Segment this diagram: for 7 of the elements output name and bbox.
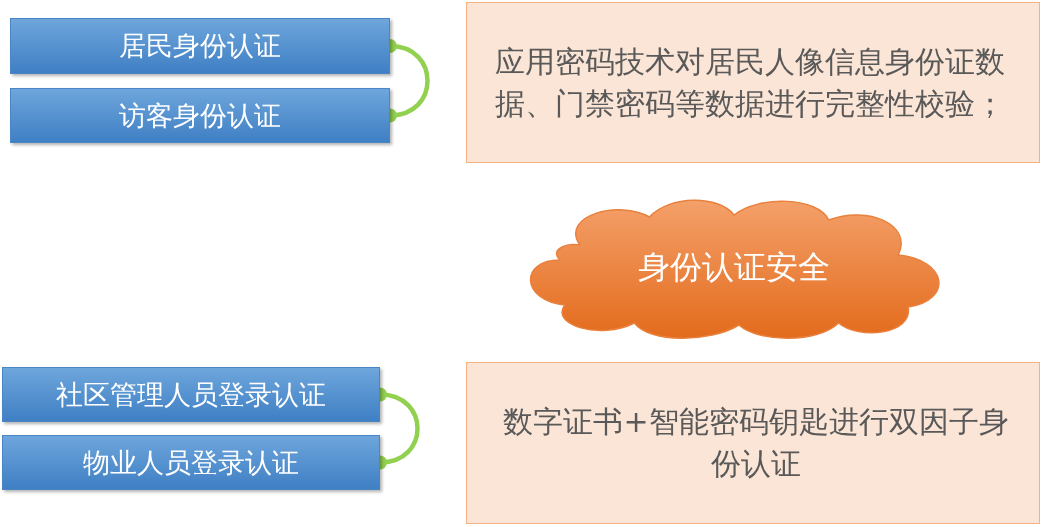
description-box: 数字证书+智能密码钥匙进行双因子身份认证 bbox=[466, 362, 1040, 524]
description-box: 应用密码技术对居民人像信息身份证数据、门禁密码等数据进行完整性校验； bbox=[466, 2, 1040, 163]
label-box: 社区管理人员登录认证 bbox=[2, 367, 380, 422]
label-box: 访客身份认证 bbox=[10, 88, 390, 143]
cloud-label: 身份认证安全 bbox=[638, 246, 830, 288]
label-box: 物业人员登录认证 bbox=[2, 435, 380, 490]
label-box: 居民身份认证 bbox=[10, 18, 390, 74]
